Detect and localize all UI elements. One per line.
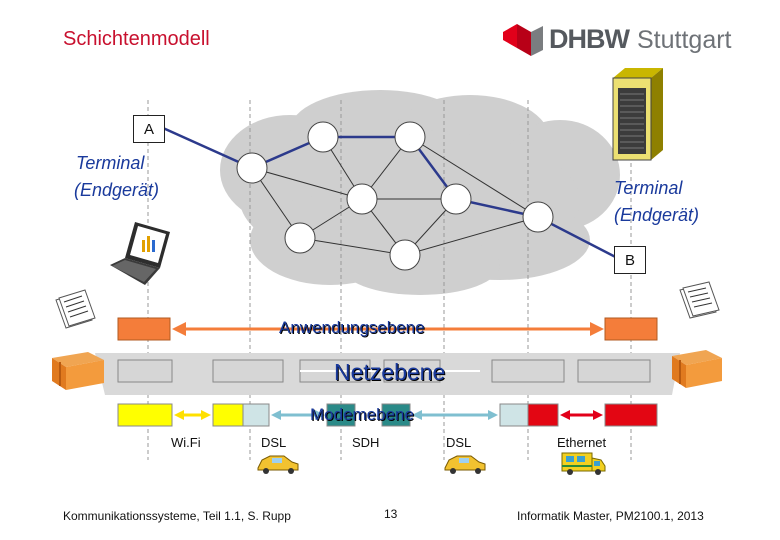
network-node	[307, 121, 339, 153]
terminal-b-label: Terminal	[614, 178, 683, 198]
terminal-b-sublabel: (Endgerät)	[614, 205, 700, 225]
link-label-ethernet: Ethernet	[557, 435, 607, 450]
app-layer-endpoint-left	[117, 317, 171, 341]
server-rack-icon	[612, 68, 663, 161]
link-label-dsl: DSL	[446, 435, 472, 450]
footer-program: Informatik Master, PM2100.1, 2013	[517, 509, 704, 523]
link-label-wifi: Wi.Fi	[171, 435, 201, 450]
network-node	[236, 152, 268, 184]
logo-brand-text: DHBW	[549, 24, 630, 54]
car-icon	[257, 455, 299, 474]
network-node	[394, 121, 426, 153]
network-node	[284, 222, 316, 254]
modem-layer-arrows	[174, 410, 603, 420]
network-node	[440, 183, 472, 215]
dhbw-logo: DHBW Stuttgart	[503, 20, 732, 65]
document-icon	[679, 281, 720, 319]
dhbw-logo-mark-icon	[503, 24, 543, 56]
app-layer-arrow	[172, 322, 604, 336]
network-layer-label: Netzebene	[334, 359, 446, 385]
footer-page-number: 13	[384, 507, 398, 521]
network-nodes	[236, 121, 554, 271]
link-label-dsl: DSL	[261, 435, 287, 450]
van-icon	[561, 452, 606, 475]
logo-city-text: Stuttgart	[637, 26, 732, 54]
terminal-a-sublabel: (Endgerät)	[74, 180, 160, 200]
document-icon	[55, 289, 96, 329]
link-label-sdh: SDH	[352, 435, 380, 450]
terminal-b-tag: B	[614, 246, 646, 274]
network-node	[346, 183, 378, 215]
footer-course: Kommunikationssysteme, Teil 1.1, S. Rupp	[63, 509, 291, 523]
terminal-a-tag: A	[133, 115, 165, 143]
network-node	[389, 239, 421, 271]
network-layer-boxes	[117, 359, 651, 383]
modem-layer-boxes	[117, 403, 658, 427]
car-icon	[444, 455, 486, 474]
application-layer-label: Anwendungsebene	[279, 318, 425, 337]
package-icon	[52, 352, 104, 390]
network-cloud	[220, 90, 620, 295]
laptop-icon	[110, 222, 170, 285]
page-title: Schichtenmodell	[63, 28, 210, 50]
terminal-a-label: Terminal	[76, 153, 145, 173]
app-layer-endpoint-right	[604, 317, 658, 341]
package-icon	[672, 350, 722, 388]
modem-layer-label: Modemebene	[310, 405, 414, 424]
network-node	[522, 201, 554, 233]
